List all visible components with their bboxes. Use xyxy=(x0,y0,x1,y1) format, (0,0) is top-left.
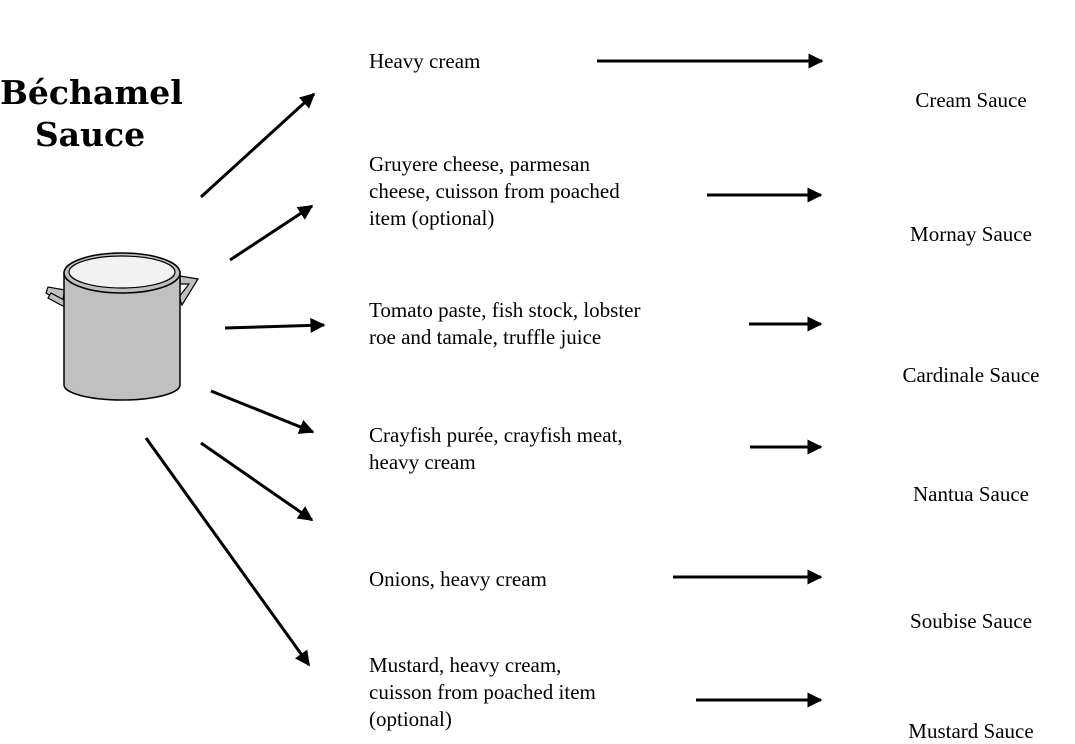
pot-arrow-to-nantua xyxy=(210,389,315,434)
pot-arrow-to-cardinale xyxy=(224,317,326,333)
sauce-label-cream: Cream Sauce xyxy=(915,88,1027,112)
ingredient-text-cardinale: Tomato paste, fish stock, lobster roe an… xyxy=(369,297,640,351)
pot-arrow-to-mornay xyxy=(229,204,314,262)
ingredient-line: Gruyere cheese, parmesan xyxy=(369,152,590,176)
diagram-title: Béchamel Sauce xyxy=(0,72,183,156)
sauce-label-soubise: Soubise Sauce xyxy=(910,609,1032,633)
sauce-label-mustard: Mustard Sauce xyxy=(908,719,1034,743)
sauce-label-mornay: Mornay Sauce xyxy=(910,222,1032,246)
ingredient-line: roe and tamale, truffle juice xyxy=(369,325,602,349)
title-line-2: Sauce xyxy=(34,115,146,154)
ingredient-line: (optional) xyxy=(369,707,452,731)
ingredient-text-soubise: Onions, heavy cream xyxy=(369,566,547,593)
ingredient-text-mustard: Mustard, heavy cream, cuisson from poach… xyxy=(369,652,596,733)
ingredient-line: cuisson from poached item xyxy=(369,680,596,704)
ingredient-line: Tomato paste, fish stock, lobster xyxy=(369,298,641,322)
ingredient-line: Onions, heavy cream xyxy=(369,567,547,591)
pot-arrow-to-mustard xyxy=(144,437,311,667)
title-line-1: Béchamel xyxy=(0,73,183,112)
ingredient-line: Heavy cream xyxy=(369,49,481,73)
ingredient-text-nantua: Crayfish purée, crayfish meat, heavy cre… xyxy=(369,422,623,476)
pot-arrow-to-soubise xyxy=(200,441,314,522)
ingredient-line: heavy cream xyxy=(369,450,476,474)
ingredient-text-mornay: Gruyere cheese, parmesan cheese, cuisson… xyxy=(369,151,620,232)
ingredient-arrows xyxy=(597,53,824,708)
sauce-label-nantua: Nantua Sauce xyxy=(912,482,1030,506)
stock-pot-icon xyxy=(45,252,199,401)
pot-arrow-to-cream xyxy=(199,92,316,199)
ingredient-line: cheese, cuisson from poached xyxy=(369,179,620,203)
ingredient-text-cream: Heavy cream xyxy=(369,48,480,75)
ingredient-line: Mustard, heavy cream, xyxy=(369,653,562,677)
ingredient-line: Crayfish purée, crayfish meat, xyxy=(369,423,623,447)
pot-arrows xyxy=(144,92,326,667)
ingredient-line: item (optional) xyxy=(369,206,495,230)
sauce-label-cardinale: Cardinale Sauce xyxy=(902,363,1040,387)
